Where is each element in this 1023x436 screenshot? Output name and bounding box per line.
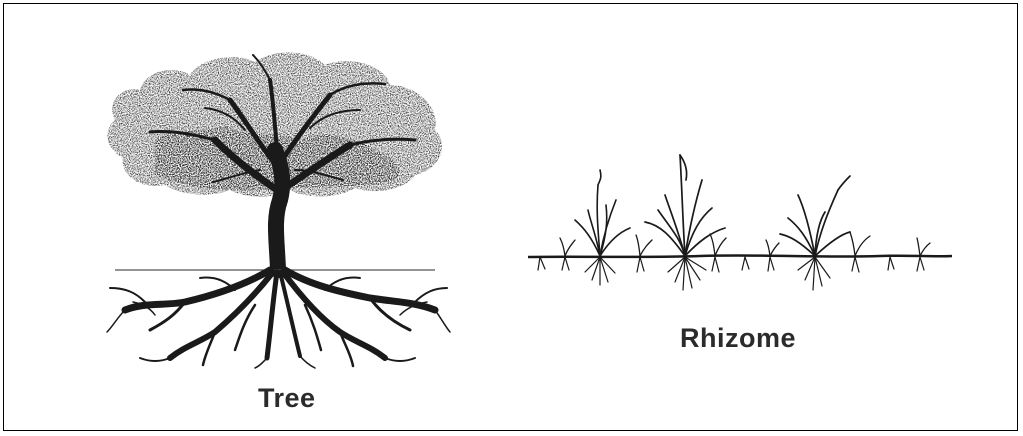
rhizome-stem bbox=[528, 255, 952, 257]
small-shoots bbox=[560, 232, 930, 256]
grass-clump-right bbox=[780, 176, 850, 256]
tree-roots bbox=[107, 270, 450, 368]
tree-caption: Tree bbox=[258, 383, 316, 414]
grass-clump-left bbox=[575, 170, 630, 256]
rhizome-caption: Rhizome bbox=[680, 323, 796, 354]
rhizome-roots bbox=[538, 257, 924, 290]
rhizome-illustration bbox=[520, 140, 960, 305]
tree-illustration bbox=[95, 40, 455, 370]
